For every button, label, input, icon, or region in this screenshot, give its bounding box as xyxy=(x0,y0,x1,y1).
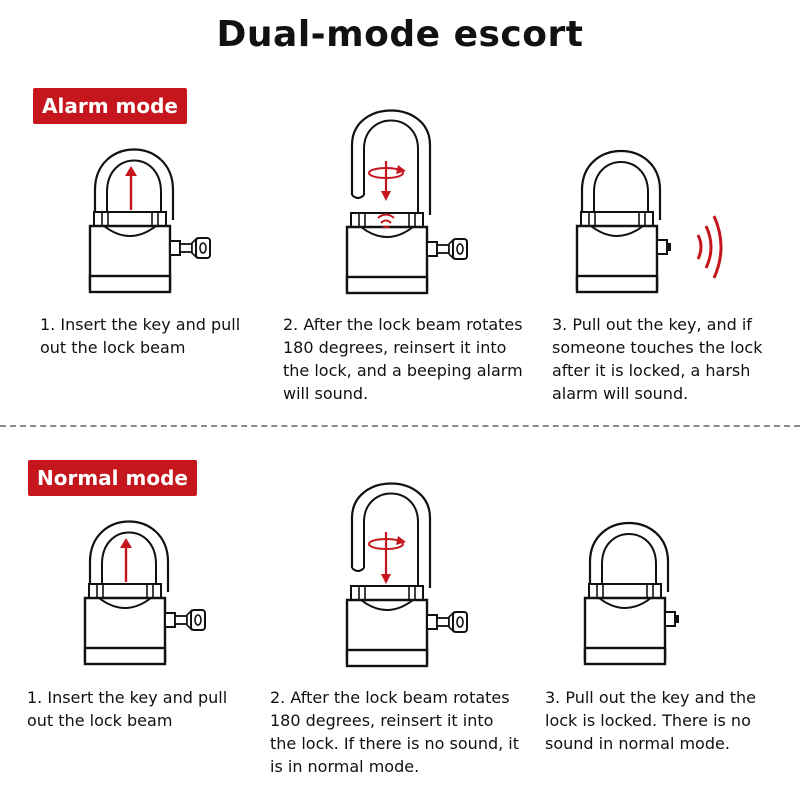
alarm-step-3-caption: 3. Pull out the key, and if someone touc… xyxy=(552,315,763,403)
padlock-with-key-unlocked-icon xyxy=(83,520,206,666)
normal-step-1-caption: 1. Insert the key and pull out the lock … xyxy=(27,688,228,730)
padlock-rotate-beep-icon xyxy=(345,109,468,295)
padlock-locked-alarm-icon xyxy=(575,149,723,294)
alarm-step-2-caption: 2. After the lock beam rotates 180 degre… xyxy=(283,315,523,403)
page-title: Dual-mode escort xyxy=(216,14,584,55)
alarm-mode-label: Alarm mode xyxy=(33,88,187,124)
padlock-locked-icon xyxy=(583,521,680,666)
padlock-rotate-icon xyxy=(345,482,468,668)
normal-step-2-caption: 2. After the lock beam rotates 180 degre… xyxy=(270,688,519,776)
section-divider xyxy=(0,425,800,427)
alarm-step-1-caption: 1. Insert the key and pull out the lock … xyxy=(40,315,241,357)
normal-step-3-caption: 3. Pull out the key and the lock is lock… xyxy=(545,688,757,753)
padlock-with-key-unlocked-icon xyxy=(88,148,211,294)
normal-mode-label: Normal mode xyxy=(28,460,197,496)
